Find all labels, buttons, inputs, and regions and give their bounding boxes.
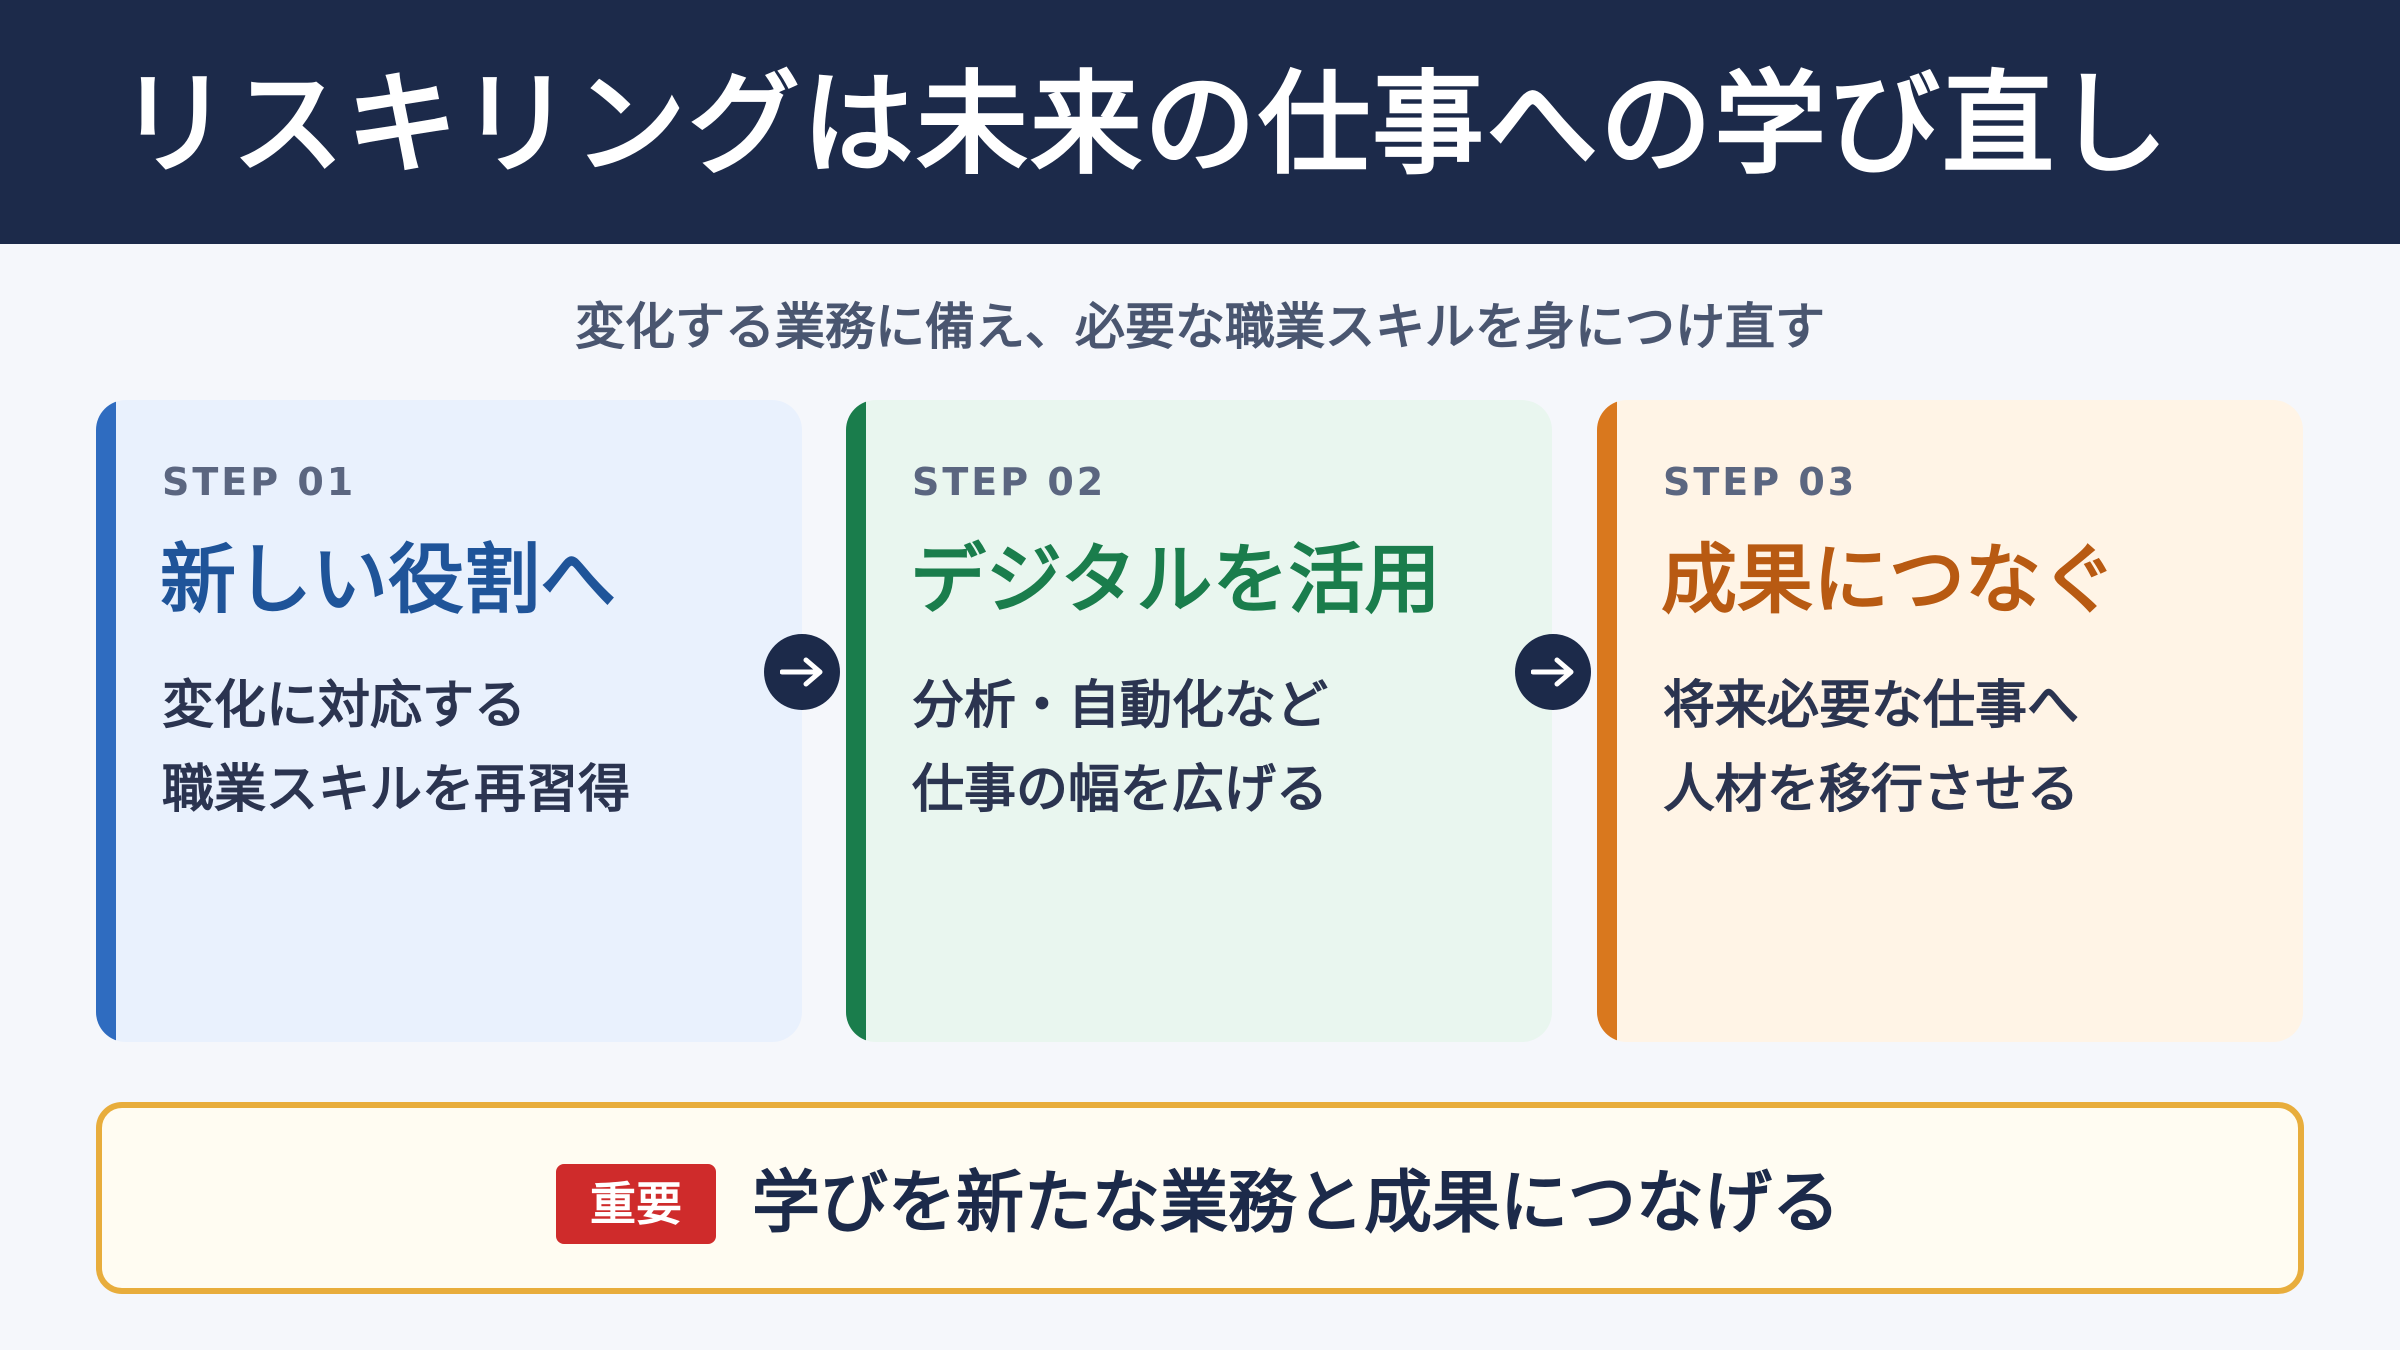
callout-text: 学びを新たな業務と成果につなげる — [752, 1164, 1841, 1243]
step-label: STEP 03 — [1663, 460, 1858, 504]
step-card-accent-bar — [846, 400, 866, 1042]
step-label: STEP 01 — [162, 460, 357, 504]
step-description-line: 仕事の幅を広げる — [912, 760, 1329, 820]
step-card-accent-bar — [96, 400, 116, 1042]
step-heading: 新しい役割へ — [160, 535, 616, 624]
step-card-2: STEP 02 デジタルを活用 分析・自動化など 仕事の幅を広げる — [846, 400, 1552, 1042]
step-description-line: 人材を移行させる — [1663, 760, 2080, 820]
page-subtitle: 変化する業務に備え、必要な職業スキルを身につけ直す — [575, 298, 1825, 356]
step-description: 分析・自動化など 仕事の幅を広げる — [912, 664, 1328, 832]
step-card-accent-bar — [1597, 400, 1617, 1042]
step-description-line: 職業スキルを再習得 — [162, 760, 631, 820]
page-title: リスキリングは未来の仕事への学び直し — [118, 60, 2170, 190]
step-card-1: STEP 01 新しい役割へ 変化に対応する 職業スキルを再習得 — [96, 400, 802, 1042]
key-point-callout: 重要 学びを新たな業務と成果につなげる — [96, 1102, 2304, 1294]
arrow-right-icon — [1515, 634, 1591, 710]
step-label: STEP 02 — [912, 460, 1107, 504]
arrow-right-icon — [764, 634, 840, 710]
step-description: 変化に対応する 職業スキルを再習得 — [162, 664, 630, 832]
step-description-line: 将来必要な仕事へ — [1663, 676, 2080, 736]
step-description-line: 分析・自動化など — [912, 676, 1329, 736]
step-heading: 成果につなぐ — [1661, 535, 2117, 624]
important-badge: 重要 — [556, 1164, 716, 1244]
header-bar: リスキリングは未来の仕事への学び直し — [0, 0, 2400, 244]
step-card-3: STEP 03 成果につなぐ 将来必要な仕事へ 人材を移行させる — [1597, 400, 2303, 1042]
step-heading: デジタルを活用 — [910, 535, 1441, 624]
step-description-line: 変化に対応する — [162, 676, 527, 736]
step-description: 将来必要な仕事へ 人材を移行させる — [1663, 664, 2079, 832]
